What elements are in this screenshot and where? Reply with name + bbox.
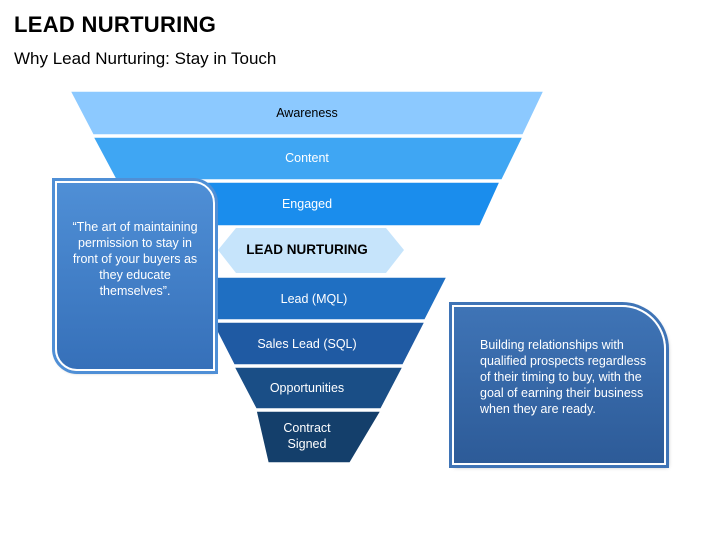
funnel-stage-awareness bbox=[68, 90, 546, 136]
stage-label-awareness: Awareness bbox=[276, 106, 338, 120]
stage-label-engaged: Engaged bbox=[281, 197, 333, 211]
funnel-stage-content bbox=[91, 136, 525, 181]
info-box: Building relationships with qualified pr… bbox=[452, 305, 666, 465]
quote-text: “The art of maintaining permission to st… bbox=[72, 220, 198, 298]
funnel-nurturing-band bbox=[218, 228, 404, 273]
stage-label-opportunities: Opportunities bbox=[269, 381, 345, 395]
nurturing-label: LEAD NURTURING bbox=[246, 242, 368, 257]
stage-label-contract: Contract Signed bbox=[283, 421, 331, 451]
funnel-stage-contract bbox=[255, 410, 383, 464]
page-subtitle: Why Lead Nurturing: Stay in Touch bbox=[14, 49, 277, 68]
funnel-stage-sales-lead bbox=[210, 321, 427, 366]
stage-label-content: Content bbox=[285, 151, 329, 165]
stage-label-sales-lead: Sales Lead (SQL) bbox=[257, 337, 357, 351]
funnel-stage-opportunities bbox=[232, 366, 405, 410]
info-text: Building relationships with qualified pr… bbox=[480, 338, 647, 416]
page-title: LEAD NURTURING bbox=[14, 12, 217, 37]
quote-box: “The art of maintaining permission to st… bbox=[55, 181, 215, 371]
stage-label-lead-mql: Lead (MQL) bbox=[280, 292, 348, 306]
